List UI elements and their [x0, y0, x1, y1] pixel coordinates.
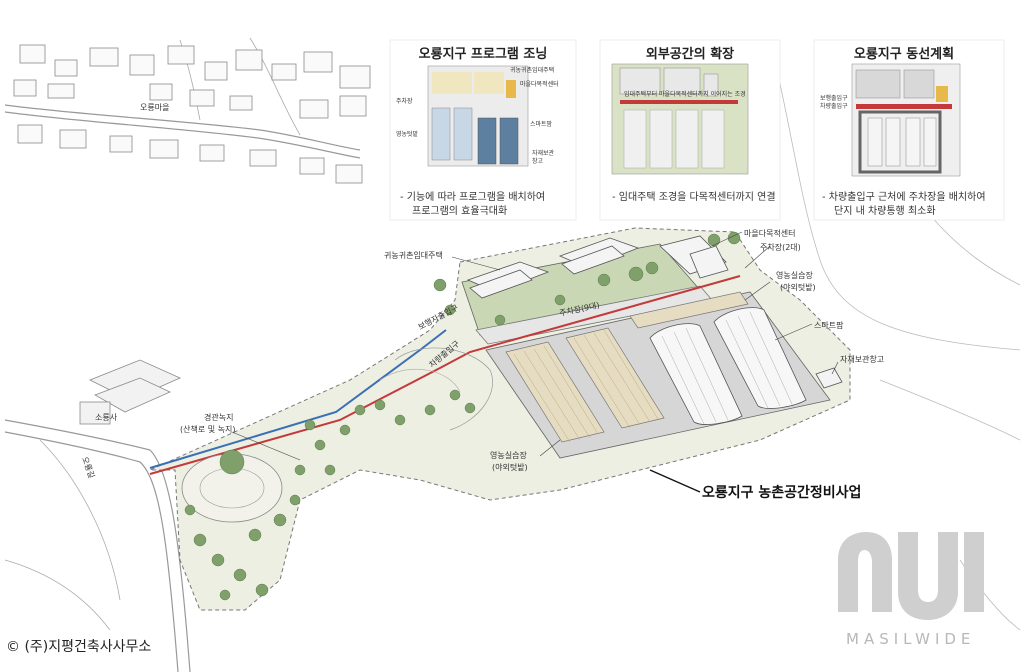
panel-caption: 프로그램의 효율극대화 [412, 205, 507, 217]
panel-circulation: 오룡지구 동선계획 보행출입구 차량출입구 - 차량출입구 근처에 주차장을 배… [813, 39, 1005, 221]
farm-bed [565, 327, 665, 429]
label-farm-practice-top: 영농실습장 [776, 270, 813, 280]
panel-caption: - 임대주택 조경을 다목적센터까지 연결 [612, 190, 776, 203]
svg-text:주차장: 주차장 [396, 97, 413, 105]
svg-text:귀농귀촌임대주택: 귀농귀촌임대주택 [510, 66, 554, 74]
copyright-text: © (주)지평건축사사무소 [6, 639, 152, 655]
label-landscape: 경관녹지 [204, 412, 233, 422]
trees [184, 231, 741, 601]
panel-title: 외부공간의 확장 [646, 46, 734, 62]
community-center-building [689, 245, 729, 279]
label-landscape-sub: (산책로 및 녹지) [180, 424, 236, 434]
panel-external-space: 외부공간의 확장 임대주택부터 마을다목적센터까지 이어지는 조경 - 임대주택… [599, 39, 781, 221]
label-smart-farm: 스마트팜 [814, 320, 844, 330]
storage-warehouse [815, 367, 843, 389]
svg-text:스마트팜: 스마트팜 [530, 120, 553, 128]
label-housing: 귀농귀촌임대주택 [384, 250, 443, 260]
svg-text:임대주택부터 마을다목적센터까지 이어지는 조경: 임대주택부터 마을다목적센터까지 이어지는 조경 [624, 90, 746, 98]
svg-text:보행출입구: 보행출입구 [820, 94, 848, 102]
panel-program-zoning: 오룡지구 프로그램 조닝 귀농귀촌임대주택 마을다목적센터 주차장 스마트팜 영… [389, 39, 577, 221]
main-site [149, 227, 851, 611]
pedestrian-path [149, 329, 447, 469]
label-parking-top: 주차장(2대) [760, 242, 801, 252]
label-center: 마을다목적센터 [744, 228, 796, 238]
background-map [4, 37, 1021, 672]
svg-text:자재보관: 자재보관 [532, 149, 555, 157]
panel-caption: - 차량출입구 근처에 주차장을 배치하여 [822, 190, 986, 203]
smart-farm-greenhouse [713, 307, 807, 409]
svg-text:영농텃밭: 영농텃밭 [396, 130, 419, 138]
label-farm-practice-top-sub: (야외텃밭) [780, 282, 816, 292]
label-farm-practice-bottom: 영농실습장 [490, 450, 527, 460]
panel-title: 오룡지구 프로그램 조닝 [419, 47, 548, 62]
label-hall: 소룡사 [95, 413, 118, 422]
label-road: 오룡길 [80, 456, 96, 480]
svg-text:마을다목적센터: 마을다목적센터 [520, 80, 559, 88]
rental-housing-building [469, 269, 533, 299]
panel-caption: - 기능에 따라 프로그램을 배치하여 [400, 190, 545, 203]
svg-text:창고: 창고 [532, 157, 544, 165]
project-title: 오룡지구 농촌공간정비사업 [702, 484, 861, 501]
vehicle-path [149, 275, 741, 475]
smart-farm-greenhouse [649, 323, 743, 425]
panel-title: 오룡지구 동선계획 [854, 46, 954, 62]
label-farm-practice-bottom-sub: (야외텃밭) [492, 462, 528, 472]
watermark-text: MASILWIDE [846, 630, 976, 648]
label-storage: 자재보관창고 [840, 354, 884, 364]
label-village: 오룡마을 [140, 103, 169, 112]
rental-housing-building [561, 245, 625, 275]
panel-caption: 단지 내 차량통행 최소화 [834, 205, 936, 217]
watermark-logo [838, 532, 984, 620]
farm-bed [505, 341, 605, 443]
farm-bed [629, 291, 749, 329]
svg-text:차량출입구: 차량출입구 [820, 102, 848, 110]
